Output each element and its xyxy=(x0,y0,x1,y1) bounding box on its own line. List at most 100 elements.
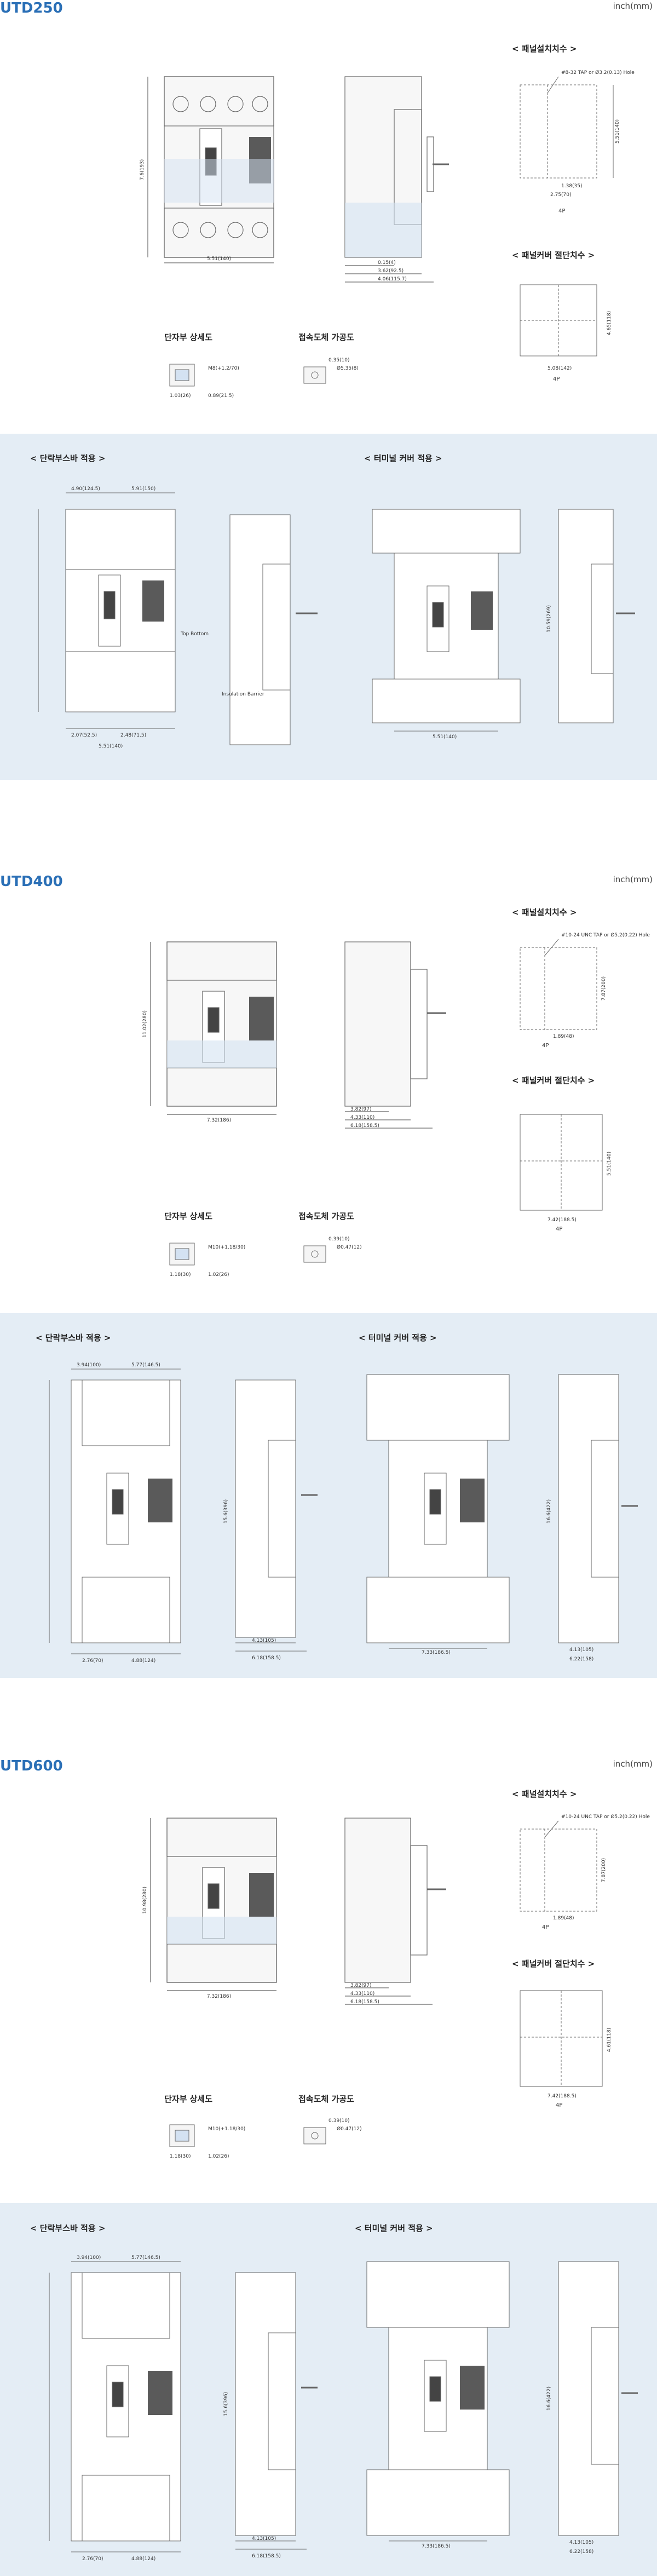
cover-front-drawing: 7.33(186.5) xyxy=(366,2261,510,2549)
panel-cut-pole: 4P xyxy=(556,2102,562,2108)
bus-bot-dim-2: 4.88(124) xyxy=(131,1658,155,1664)
panel-mount-height: 5.51(140) xyxy=(615,119,620,143)
panel-cut-pole: 4P xyxy=(553,376,560,382)
side-dim-1: 3.82(97) xyxy=(350,1107,372,1112)
panel-cut-height: 4.61(118) xyxy=(607,2028,612,2052)
front-height-dim: 7.6(193) xyxy=(140,159,145,181)
terminal-detail-label: 단자부 상세도 xyxy=(164,1211,213,1221)
bus-bot-dim-2: 4.88(124) xyxy=(131,2556,155,2562)
panel-mount-w1: 1.38(35) xyxy=(561,183,583,189)
conductor-drawing: 0.35(10) Ø5.35(8) xyxy=(303,358,359,384)
terminal-detail-label: 단자부 상세도 xyxy=(164,332,213,342)
bus-height-dim: 15.6(396) xyxy=(223,1499,229,1523)
terminal-dim-2: 1.02(26) xyxy=(208,1272,229,1278)
cover-label: < 터미널 커버 적용 > xyxy=(359,1333,437,1343)
bus-bot-dim-1: 2.76(70) xyxy=(82,1658,103,1664)
side-view-drawing: 0.15(4) 3.62(92.5) 4.06(115.7) xyxy=(344,76,449,283)
bus-bot-dim-3: 5.51(140) xyxy=(99,744,123,749)
cover-side-dim-1: 4.13(105) xyxy=(569,2540,593,2545)
bus-insulation-note: Insulation Barrier xyxy=(222,692,264,697)
panel-mount-pole: 4P xyxy=(558,208,565,214)
cover-side-dim-1: 4.13(105) xyxy=(569,1647,593,1653)
terminal-dim-3: 1.18(30) xyxy=(170,1272,191,1278)
cover-side-drawing: 10.59(269) xyxy=(546,509,635,723)
panel-mount-height: 7.87(200) xyxy=(601,976,607,1001)
panel-cut-w: 5.08(142) xyxy=(548,366,572,371)
conductor-drawing: 0.39(10) Ø0.47(12) xyxy=(303,1237,362,1263)
panel-cut-label: < 패널커버 절단치수 > xyxy=(512,250,595,260)
panel-mount-w1: 1.89(48) xyxy=(553,1034,574,1039)
panel-tap-note: #10-24 UNC TAP or Ø5.2(0.22) Hole xyxy=(561,1814,650,1820)
panel-mount-height: 7.87(200) xyxy=(601,1858,607,1882)
terminal-dim-2: 1.02(26) xyxy=(208,2154,229,2159)
cover-height-dim: 16.6(422) xyxy=(546,2387,552,2411)
cover-height-dim: 16.6(422) xyxy=(546,1499,552,1523)
panel-mount-pole: 4P xyxy=(542,1924,549,1930)
side-dim-1: 3.82(97) xyxy=(350,1983,372,1988)
conductor-dim-1: 0.35(10) xyxy=(328,358,350,363)
front-width-dim: 7.32(186) xyxy=(207,1118,231,1123)
section-title: UTD600 xyxy=(0,1758,63,1774)
bus-top-dim-1: 4.90(124.5) xyxy=(71,486,100,492)
panel-mount-w2: 2.75(70) xyxy=(550,192,572,198)
panel-cut-label: < 패널커버 절단치수 > xyxy=(512,1076,595,1085)
panel-mount-drawing: #10-24 UNC TAP or Ø5.2(0.22) Hole 7.87(2… xyxy=(520,1814,650,1930)
section-title: UTD250 xyxy=(0,0,63,16)
busbar-side-drawing: 15.6(396) 4.13(105) 6.18(158.5) xyxy=(223,1379,318,1661)
busbar-side-drawing: Insulation Barrier xyxy=(222,514,318,745)
side-dim-2: 4.33(110) xyxy=(350,1991,374,1997)
bus-top-dim-2: 5.77(146.5) xyxy=(131,2255,160,2261)
bus-top-dim-2: 5.77(146.5) xyxy=(131,1362,160,1368)
conductor-label: 접속도체 가공도 xyxy=(298,1211,354,1221)
side-dim-1: 0.15(4) xyxy=(378,260,396,266)
side-view-drawing: 3.82(97) 4.33(110) 6.18(158.5) xyxy=(344,1818,446,2005)
terminal-dim-3: 1.03(26) xyxy=(170,393,191,399)
cover-height-dim: 10.59(269) xyxy=(546,605,552,633)
panel-tap-note: #8-32 TAP or Ø3.2(0.13) Hole xyxy=(561,70,635,76)
cover-width-dim: 5.51(140) xyxy=(433,734,457,740)
cover-side-drawing: 16.6(422) 4.13(105) 6.22(158) xyxy=(546,2261,638,2555)
side-dim-3: 6.18(158.5) xyxy=(350,1999,379,2005)
cover-width-dim: 7.33(186.5) xyxy=(422,2544,451,2549)
panel-mount-w1: 1.89(48) xyxy=(553,1916,574,1921)
bus-side-dim-1: 4.13(105) xyxy=(252,2536,276,2542)
busbar-label: < 단락부스바 적용 > xyxy=(30,453,106,463)
busbar-label: < 단락부스바 적용 > xyxy=(36,1333,111,1343)
cover-label: < 터미널 커버 적용 > xyxy=(355,2223,433,2233)
cover-side-dim-2: 6.22(158) xyxy=(569,1657,593,1662)
cover-front-drawing: 5.51(140) xyxy=(372,509,521,740)
panel-tap-note: #10-24 UNC TAP or Ø5.2(0.22) Hole xyxy=(561,932,650,938)
busbar-front-drawing: 3.94(100) 5.77(146.5) 2.76(70) 4.88(124) xyxy=(49,2255,181,2562)
panel-cut-label: < 패널커버 절단치수 > xyxy=(512,1959,595,1969)
panel-cut-w: 7.42(188.5) xyxy=(548,2094,577,2099)
panel-mount-pole: 4P xyxy=(542,1043,549,1049)
panel-cut-height: 5.51(140) xyxy=(607,1152,612,1176)
front-view-drawing: 10.98(280) 7.32(186) xyxy=(142,1818,277,1999)
panel-cut-w: 7.42(188.5) xyxy=(548,1217,577,1223)
busbar-front-drawing: 3.94(100) 5.77(146.5) 2.76(70) 4.88(124) xyxy=(49,1362,181,1664)
side-dim-2: 3.62(92.5) xyxy=(378,268,404,274)
panel-mount-label: < 패널설치치수 > xyxy=(512,907,577,917)
unit-label: inch(mm) xyxy=(613,1759,653,1769)
bus-top-dim-1: 3.94(100) xyxy=(77,1362,101,1368)
conductor-dim-2: Ø0.47(12) xyxy=(337,2126,362,2132)
panel-cut-height: 4.65(118) xyxy=(607,311,612,335)
conductor-dim-1: 0.39(10) xyxy=(328,1237,350,1242)
panel-mount-label: < 패널설치치수 > xyxy=(512,1789,577,1799)
terminal-detail-label: 단자부 상세도 xyxy=(164,2094,213,2104)
panel-cut-drawing: 4.65(118) 5.08(142) 4P xyxy=(520,284,612,382)
cover-side-dim-2: 6.22(158) xyxy=(569,2549,593,2555)
terminal-dim-1: M8(+1.2/70) xyxy=(208,366,239,371)
conductor-drawing: 0.39(10) Ø0.47(12) xyxy=(303,2118,362,2144)
front-view-drawing: 11.02(280) 7.32(186) xyxy=(142,941,277,1123)
side-dim-3: 6.18(158.5) xyxy=(350,1123,379,1129)
terminal-detail-drawing: M10(+1.18/30) 1.02(26) 1.18(30) xyxy=(169,2124,245,2159)
panel-mount-drawing: #8-32 TAP or Ø3.2(0.13) Hole 5.51(140) 1… xyxy=(520,70,635,214)
cover-label: < 터미널 커버 적용 > xyxy=(364,453,442,463)
bus-top-dim-2: 5.91(150) xyxy=(131,486,155,492)
front-width-dim: 7.32(186) xyxy=(207,1994,231,1999)
bus-side-dim-1: 4.13(105) xyxy=(252,1638,276,1643)
terminal-dim-1: M10(+1.18/30) xyxy=(208,2126,245,2132)
front-height-dim: 11.02(280) xyxy=(142,1010,148,1038)
busbar-side-drawing: 15.6(396) 4.13(105) 6.18(158.5) xyxy=(223,2272,318,2559)
